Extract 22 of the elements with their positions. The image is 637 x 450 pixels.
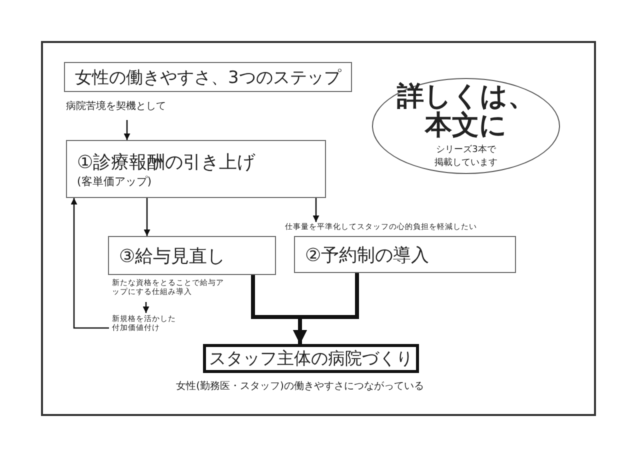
arrow (293, 273, 359, 344)
node-title: スタッフ主体の病院づくり (209, 348, 413, 370)
process-box (294, 236, 516, 273)
node-title: 病院苦境を契機として (66, 101, 167, 112)
node-subtext: (客単価アップ) (77, 174, 153, 188)
process-box (108, 236, 276, 275)
node-subtext: シリーズ3本で掲載しています (434, 144, 498, 169)
callout-ellipse (372, 78, 560, 174)
result-box (203, 344, 419, 373)
arrow (144, 198, 150, 236)
arrow (142, 302, 150, 313)
node-title: 女性の働きやすさ、3つのステップ (75, 66, 342, 88)
node-title: ①診療報酬の引き上げ (77, 150, 256, 174)
node-title: ②予約制の導入 (305, 244, 430, 266)
note-text: 女性(勤務医・スタッフ)の働きやすさにつながっている (175, 380, 425, 393)
arrow (312, 198, 320, 222)
process-box (64, 62, 352, 92)
arrow (124, 120, 130, 140)
node-title: 詳しくは、本文に (396, 83, 536, 140)
arrow (70, 198, 109, 329)
node-title: ③給与見直し (119, 244, 226, 268)
process-box (66, 140, 326, 198)
